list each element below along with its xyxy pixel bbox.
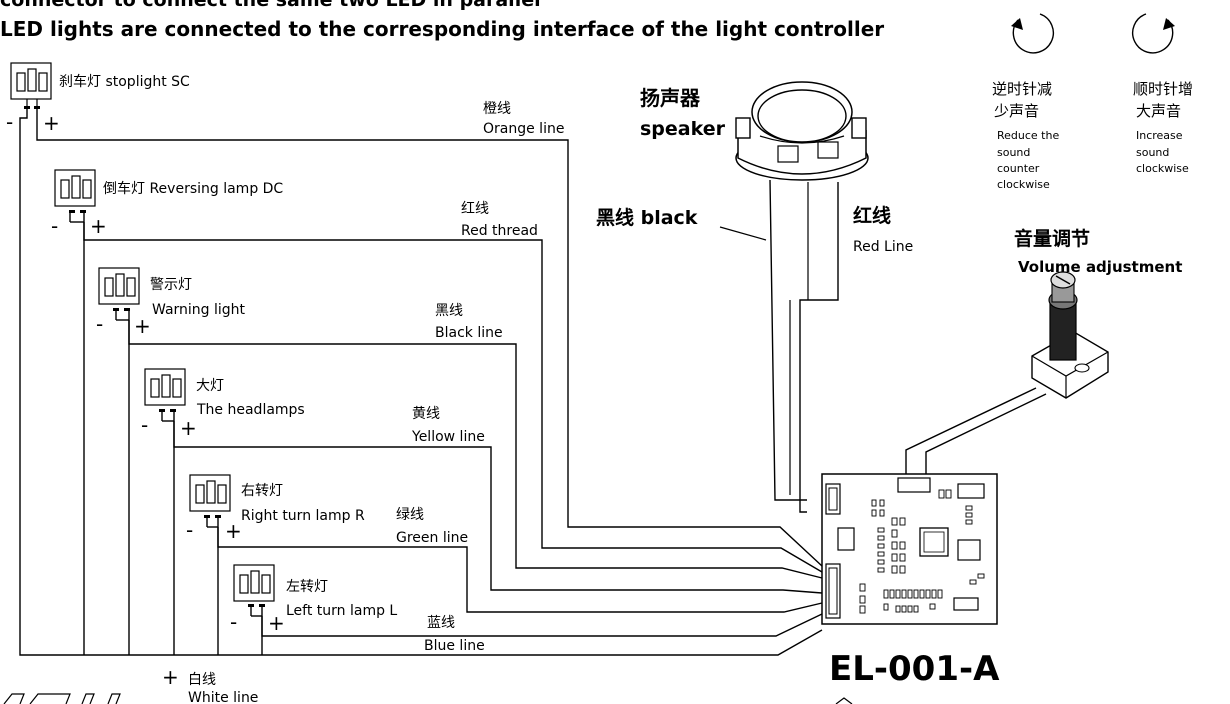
header-line-2: LED lights are connected to the correspo…: [0, 17, 884, 41]
svg-text:-: -: [141, 413, 148, 437]
wire-label-red-cn: 红线: [461, 201, 489, 217]
volume-title-en: Volume adjustment: [1018, 258, 1182, 276]
svg-text:+: +: [134, 314, 151, 338]
blue-wire: [261, 607, 823, 637]
svg-text:顺时针增: 顺时针增: [1133, 80, 1193, 98]
light-label-warning-cn: 警示灯: [150, 277, 192, 293]
wire-label-blue-en: Blue line: [424, 638, 485, 654]
light-label-left-turn-en: Left turn lamp L: [286, 603, 397, 619]
led-connector-left-turn: [233, 564, 275, 607]
svg-text:Reduce the: Reduce the: [997, 129, 1059, 142]
svg-text:+: +: [225, 519, 242, 543]
svg-text:+: +: [90, 214, 107, 238]
black-wire: [128, 311, 823, 579]
svg-text:sound: sound: [997, 146, 1030, 159]
white-wire-bus: [19, 109, 823, 656]
speaker: [735, 81, 869, 181]
volume-potentiometer: [1031, 271, 1109, 399]
brand-logo: [3, 693, 121, 704]
controller-board: [821, 473, 998, 625]
header-line-1: connector to connect the same two LED in…: [0, 0, 541, 11]
svg-text:逆时针减: 逆时针减: [992, 80, 1052, 98]
svg-text:+: +: [268, 611, 285, 635]
wire-bundle: [19, 109, 823, 656]
light-label-reversing: 倒车灯 Reversing lamp DC: [103, 180, 283, 197]
speaker-black-pointer: [719, 226, 767, 241]
svg-text:+: +: [43, 111, 60, 135]
speaker-red-label-en: Red Line: [853, 239, 913, 255]
speaker-label-cn: 扬声器: [640, 86, 701, 110]
wire-labels: 橙线 Orange line 红线 Red thread 黑线 Black li…: [162, 101, 564, 704]
led-connector-headlamps: [144, 368, 186, 412]
light-label-stoplight: 刹车灯 stoplight SC: [59, 73, 190, 90]
svg-text:clockwise: clockwise: [1136, 162, 1189, 175]
svg-text:sound: sound: [1136, 146, 1169, 159]
speaker-red-label-cn: 红线: [853, 204, 891, 227]
volume-title-cn: 音量调节: [1014, 227, 1090, 250]
board-model-label: EL-001-A: [829, 649, 1000, 689]
white-wire-label-cn: 白线: [188, 672, 216, 688]
board-model-sublabel: [835, 697, 853, 704]
speaker-black-wire-label: 黑线 black: [596, 206, 698, 229]
svg-text:-: -: [186, 518, 193, 542]
svg-text:clockwise: clockwise: [997, 178, 1050, 191]
volume-direction-labels: 逆时针减 少声音 Reduce the sound counter clockw…: [992, 80, 1193, 191]
volume-cable: [905, 387, 1047, 474]
wire-label-yellow-en: Yellow line: [411, 429, 485, 445]
svg-text:counter: counter: [997, 162, 1040, 175]
yellow-wire: [173, 412, 823, 594]
led-connector-stoplight: [10, 62, 52, 109]
wire-label-orange-cn: 橙线: [483, 101, 511, 117]
wire-label-green-en: Green line: [396, 530, 468, 546]
led-connector-right-turn: [189, 474, 231, 518]
wire-label-black-en: Black line: [435, 325, 503, 341]
svg-text:-: -: [6, 110, 13, 134]
orange-wire: [36, 109, 823, 567]
light-label-right-turn-cn: 右转灯: [241, 483, 283, 499]
svg-text:大声音: 大声音: [1136, 102, 1181, 120]
light-label-left-turn-cn: 左转灯: [286, 579, 328, 595]
light-label-warning-en: Warning light: [152, 302, 246, 318]
svg-text:-: -: [96, 312, 103, 336]
light-label-right-turn-en: Right turn lamp R: [241, 508, 365, 524]
polarity-marks: - + - + - + - + - + - +: [6, 110, 285, 635]
white-wire-label-en: White line: [188, 690, 258, 704]
white-wire-plus: +: [162, 665, 179, 689]
wire-label-black-cn: 黑线: [435, 303, 463, 319]
led-connector-warning: [98, 267, 140, 311]
svg-text:少声音: 少声音: [994, 102, 1039, 120]
red-wire: [83, 213, 823, 573]
speaker-label-en: speaker: [640, 118, 726, 140]
speaker-cable: [769, 179, 839, 513]
svg-text:Increase: Increase: [1136, 129, 1183, 142]
counterclockwise-arrow-icon: [1011, 13, 1055, 54]
svg-text:+: +: [180, 416, 197, 440]
wire-label-orange-en: Orange line: [483, 121, 564, 137]
wire-label-yellow-cn: 黄线: [412, 405, 440, 422]
wire-label-blue-cn: 蓝线: [427, 615, 455, 631]
wire-label-red-en: Red thread: [461, 223, 538, 239]
clockwise-arrow-icon: [1131, 13, 1175, 54]
svg-text:-: -: [230, 610, 237, 634]
wire-label-green-cn: 绿线: [396, 507, 424, 523]
svg-text:-: -: [51, 214, 58, 238]
light-label-headlamps-cn: 大灯: [196, 378, 224, 394]
led-connector-reversing: [54, 169, 96, 213]
green-wire: [217, 518, 823, 613]
light-label-headlamps-en: The headlamps: [196, 402, 305, 418]
